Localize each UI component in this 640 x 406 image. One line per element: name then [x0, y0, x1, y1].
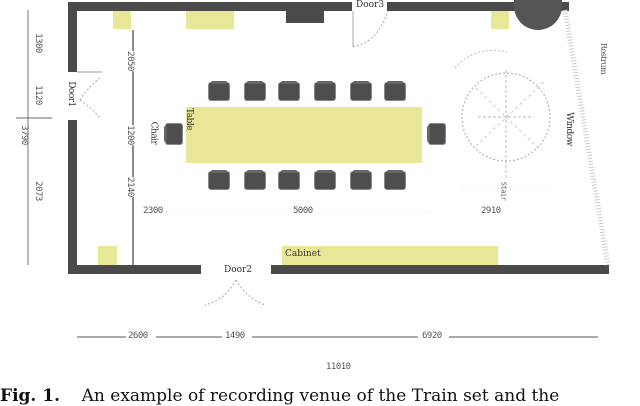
chair-bottom-5 — [350, 170, 372, 190]
chair-bottom-3 — [278, 170, 300, 190]
cabinet-top-right — [491, 11, 509, 29]
dim-h-2910: 2910 — [481, 206, 501, 216]
chair-top-3 — [278, 81, 300, 101]
chair-bottom-2 — [244, 170, 266, 190]
caption-text: An example of recording venue of the Tra… — [81, 386, 560, 406]
chair-bottom-4 — [314, 170, 336, 190]
dim-bottom-total: 11010 — [326, 362, 351, 372]
chair-left-end — [164, 123, 183, 145]
chair-bottom-1 — [208, 170, 230, 190]
dim-h-2300: 2300 — [143, 206, 163, 216]
chair-top-1 — [208, 81, 230, 101]
figure-caption: Fig. 1. An example of recording venue of… — [0, 386, 559, 406]
chair-top-2 — [244, 81, 266, 101]
wall-top — [68, 2, 352, 11]
cabinet-bottom — [282, 246, 498, 265]
dim-h-5000: 5000 — [293, 206, 313, 216]
conference-table — [186, 107, 422, 163]
dim-inner-1200: 1200 — [124, 125, 135, 145]
dim-bottom-2600: 2600 — [128, 331, 148, 341]
chair-right-end — [427, 123, 446, 145]
chair-bottom-6 — [384, 170, 406, 190]
dim-left-total: 3790 — [18, 125, 29, 145]
dim-left-1300: 1300 — [32, 33, 43, 53]
caption-prefix: Fig. 1. — [0, 386, 60, 406]
wall-pillar-top — [286, 10, 324, 23]
chair-top-6 — [384, 81, 406, 101]
wall-left-lower — [68, 120, 77, 274]
cabinet-bottom-left — [98, 246, 117, 265]
wall-left-upper — [68, 2, 77, 72]
door2-label: Door2 — [224, 265, 253, 275]
cabinet-top-left — [113, 11, 131, 29]
wall-bottom-right — [271, 265, 609, 274]
dim-left-2073: 2073 — [32, 181, 43, 201]
cabinet-top-mid — [186, 11, 234, 29]
dim-bottom-1490: 1490 — [225, 331, 245, 341]
door3-label: Door3 — [356, 0, 385, 10]
chair-top-5 — [350, 81, 372, 101]
dim-inner-2140: 2140 — [124, 177, 135, 197]
cabinet-label: Cabinet — [285, 249, 321, 259]
dim-left-1120: 1120 — [32, 85, 43, 105]
dim-bottom-6920: 6920 — [422, 331, 442, 341]
dim-inner-2050: 2050 — [124, 51, 135, 71]
wall-bottom-left — [68, 265, 201, 274]
chair-top-4 — [314, 81, 336, 101]
wall-top-right — [387, 2, 569, 11]
